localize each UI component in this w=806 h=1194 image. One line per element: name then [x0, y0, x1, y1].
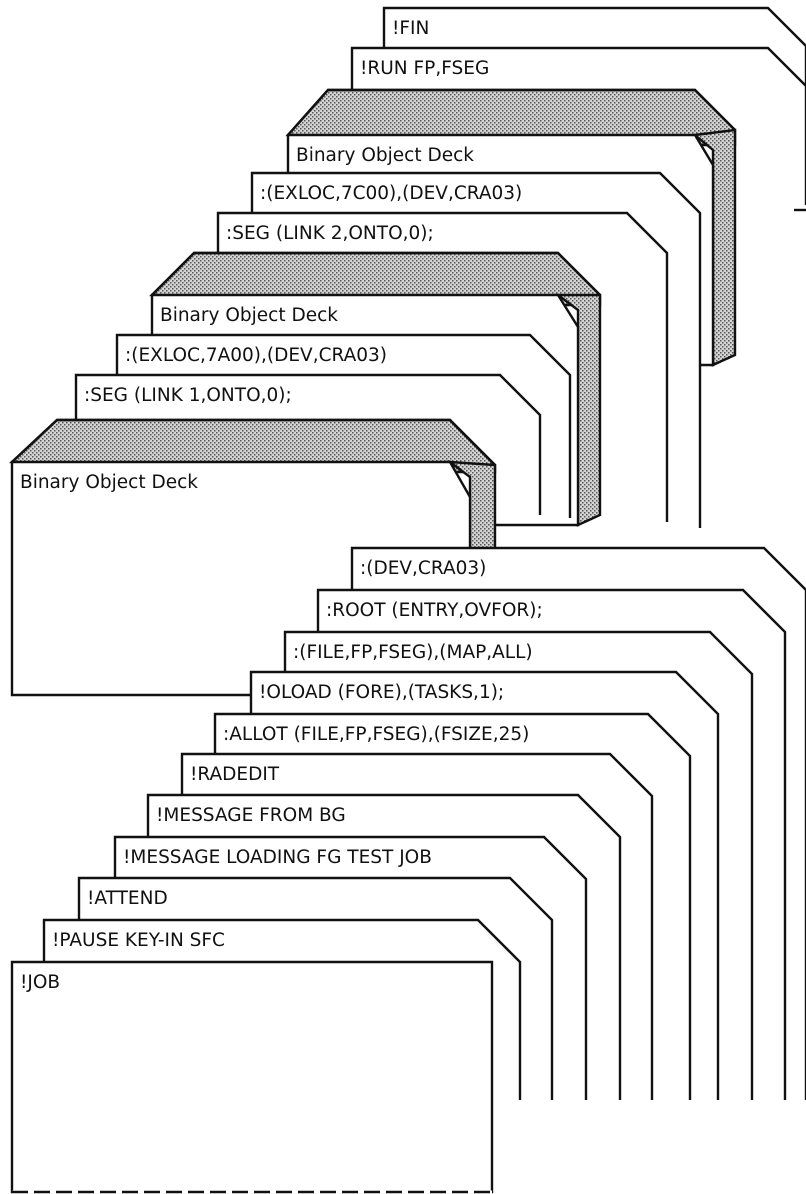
card-outline: [12, 962, 492, 1192]
card-label: !RUN FP,FSEG: [360, 58, 489, 79]
card-label: :ROOT (ENTRY,OVFOR);: [326, 600, 543, 621]
card-label: :(DEV,CRA03): [360, 558, 486, 579]
card-label: !OLOAD (FORE),(TASKS,1);: [259, 682, 504, 703]
card-label: Binary Object Deck: [160, 305, 338, 326]
card-label: !MESSAGE LOADING FG TEST JOB: [123, 847, 432, 868]
card-label: !MESSAGE FROM BG: [156, 805, 346, 826]
card-job: !JOB: [12, 962, 492, 1192]
card-label: !RADEDIT: [190, 764, 280, 785]
card-label: Binary Object Deck: [20, 472, 198, 493]
card-label: :(FILE,FP,FSEG),(MAP,ALL): [293, 642, 533, 663]
card-label: :SEG (LINK 1,ONTO,0);: [84, 385, 292, 406]
card-label: !PAUSE KEY-IN SFC: [52, 930, 225, 951]
card-label: :(EXLOC,7C00),(DEV,CRA03): [260, 183, 522, 204]
card-label: !JOB: [20, 972, 60, 993]
card-label: !ATTEND: [87, 888, 168, 909]
card-label: :SEG (LINK 2,ONTO,0);: [226, 223, 434, 244]
card-label: !FIN: [392, 18, 429, 39]
card-label: Binary Object Deck: [296, 145, 474, 166]
card-label: :(EXLOC,7A00),(DEV,CRA03): [125, 345, 387, 366]
card-label: :ALLOT (FILE,FP,FSEG),(FSIZE,25): [223, 724, 529, 745]
